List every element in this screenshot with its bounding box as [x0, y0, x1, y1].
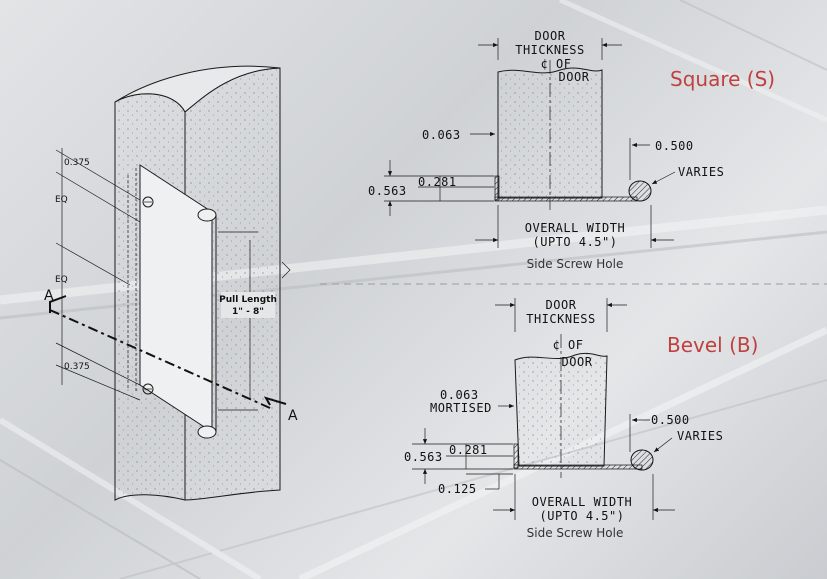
square-section: Square (S) DOOR THICKNESS ¢ OF DOOR 0.06… [368, 29, 775, 271]
bevel-dim-281: 0.281 [449, 443, 488, 457]
bevel-centerline-1: ¢ OF [553, 338, 584, 352]
bevel-dim-500: 0.500 [651, 413, 690, 427]
dim-bottom-offset: 0.375 [64, 362, 90, 372]
pull-roll-top [197, 208, 217, 222]
dim-eq-bottom: EQ [55, 275, 68, 285]
dim-eq-top: EQ [55, 195, 68, 205]
square-overall-width-1: OVERALL WIDTH [525, 221, 625, 235]
bevel-door-thickness-1: DOOR [546, 298, 577, 312]
pull-length-label: Pull Length [219, 295, 277, 305]
square-centerline-1: ¢ OF [541, 57, 572, 71]
bevel-caption: Side Screw Hole [527, 526, 624, 540]
bevel-section: Bevel (B) DOOR THICKNESS ¢ OF DOOR 0.063… [404, 298, 758, 540]
square-door-thickness-1: DOOR [535, 29, 566, 43]
bevel-pull-roll [630, 449, 654, 471]
square-centerline-2: DOOR [559, 70, 590, 84]
pull-roll-bottom [197, 425, 217, 439]
bevel-overall-width-2: (UPTO 4.5") [540, 509, 625, 523]
section-label-right: A [288, 408, 298, 424]
screw-hole-top [142, 196, 154, 208]
bevel-overall-width-1: OVERALL WIDTH [532, 495, 632, 509]
bevel-centerline-2: DOOR [562, 355, 593, 369]
screw-hole-bottom [142, 383, 154, 395]
bevel-dim-563: 0.563 [404, 450, 443, 464]
isometric-view: 0.375 EQ EQ 0.375 Pull Length 1" - 8" A … [44, 65, 298, 501]
bevel-title: Bevel (B) [667, 333, 758, 357]
bevel-dim-125: 0.125 [438, 482, 477, 496]
bevel-dim-063: 0.063 [440, 388, 479, 402]
square-pull-roll [628, 180, 652, 202]
bevel-dim-varies: VARIES [677, 429, 723, 443]
door-slab-top [114, 65, 281, 113]
dim-top-offset: 0.375 [64, 158, 90, 168]
square-title: Square (S) [670, 67, 775, 91]
edge-pull-plate [139, 164, 213, 433]
square-dim-563: 0.563 [368, 184, 407, 198]
section-label-left: A [44, 288, 54, 304]
square-overall-width-2: (UPTO 4.5") [533, 235, 618, 249]
pull-length-range: 1" - 8" [232, 307, 264, 317]
square-dim-500: 0.500 [655, 139, 694, 153]
square-door-thickness-2: THICKNESS [515, 43, 585, 57]
square-caption: Side Screw Hole [527, 257, 624, 271]
square-dim-281: 0.281 [418, 175, 457, 189]
square-dim-063: 0.063 [422, 128, 461, 142]
bevel-dim-mortised: MORTISED [430, 401, 492, 415]
square-dim-varies: VARIES [678, 165, 724, 179]
section-line [49, 309, 271, 409]
bevel-door-thickness-2: THICKNESS [526, 312, 596, 326]
